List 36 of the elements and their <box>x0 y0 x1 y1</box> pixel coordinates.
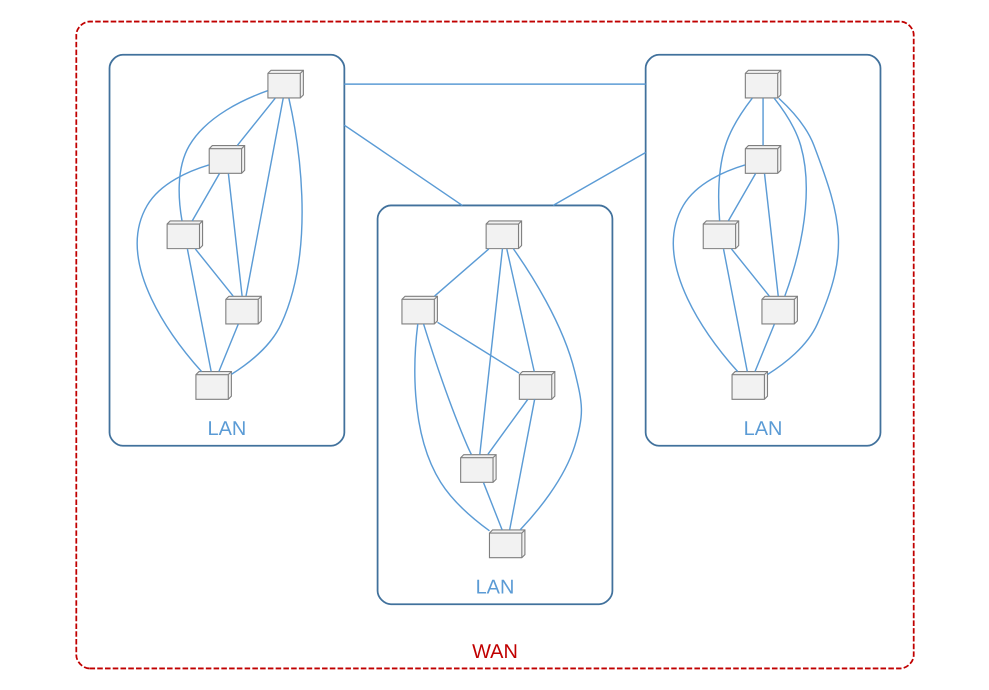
connector <box>436 322 519 374</box>
connector <box>762 98 764 146</box>
connector <box>722 248 748 372</box>
connector <box>236 98 276 146</box>
connector <box>136 164 209 372</box>
connector <box>773 98 806 296</box>
connector <box>227 174 242 296</box>
cluster: LAN <box>108 54 345 447</box>
connector <box>482 482 502 530</box>
connector <box>230 98 302 375</box>
connector <box>766 98 839 375</box>
connector <box>552 152 646 206</box>
connector <box>344 83 646 85</box>
connector <box>512 248 582 530</box>
cluster: LAN <box>376 204 613 606</box>
connector <box>422 324 472 455</box>
connector <box>194 248 234 296</box>
connector <box>727 173 756 222</box>
connector <box>730 248 770 296</box>
connector <box>506 248 534 372</box>
connector <box>414 324 490 532</box>
connector <box>672 164 745 372</box>
connector <box>754 324 774 372</box>
connector <box>343 124 462 206</box>
connector <box>178 90 268 221</box>
connector <box>718 98 752 221</box>
connector <box>434 248 489 297</box>
cluster: LAN <box>644 54 881 447</box>
connector <box>191 173 220 222</box>
connector <box>186 248 212 372</box>
connector <box>763 174 778 296</box>
connector <box>218 324 238 372</box>
connector <box>508 399 535 530</box>
connector <box>244 98 284 296</box>
connector <box>478 248 503 454</box>
connector <box>486 399 528 455</box>
